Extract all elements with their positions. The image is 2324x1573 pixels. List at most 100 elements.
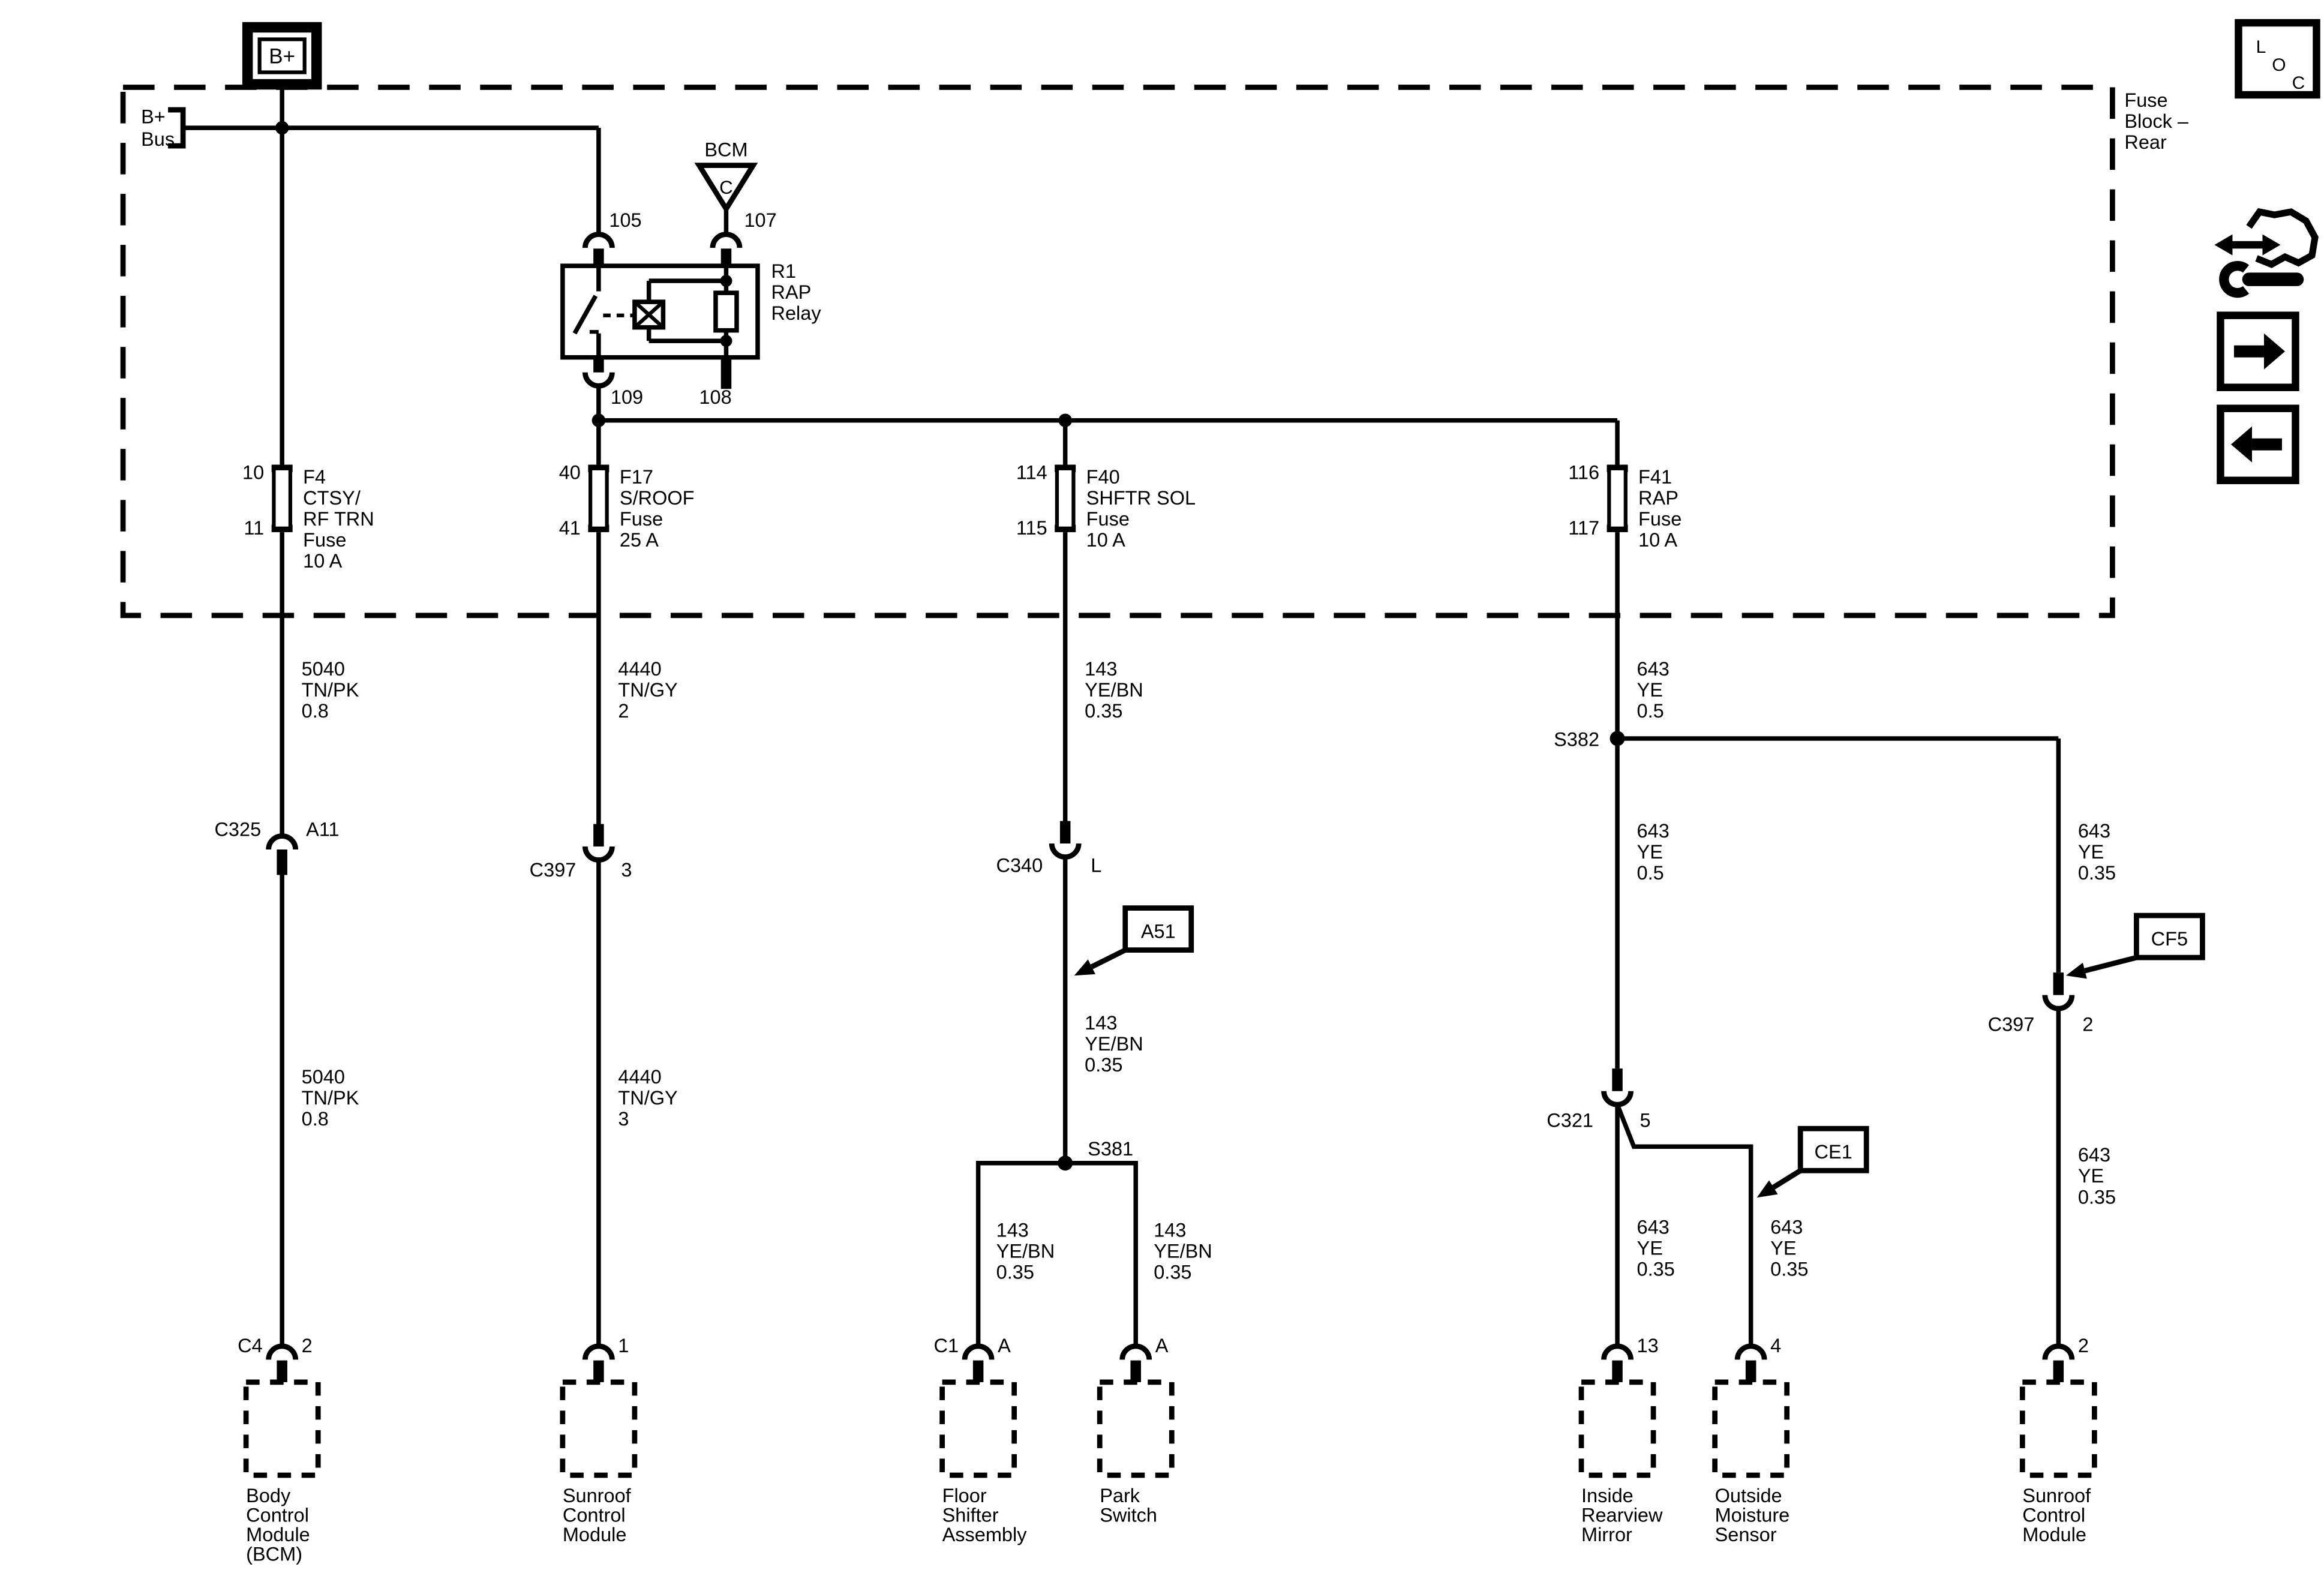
module-name-line: Moisture (1715, 1504, 1790, 1526)
relay-name-line: Relay (771, 302, 821, 324)
fuse-name-line: RF TRN (303, 508, 374, 530)
module-name-line: (BCM) (246, 1543, 302, 1565)
fuse-symbol (272, 466, 293, 530)
loc-letter: C (2292, 73, 2305, 93)
module-pin-label: A (998, 1335, 1011, 1356)
wire-label-f4_upper: 0.8 (302, 700, 329, 722)
fuse-pin-label: 41 (559, 517, 581, 539)
callout-ce1-label: CE1 (1815, 1141, 1852, 1163)
fuse-name-line: 10 A (1638, 529, 1677, 551)
wire-label-f41_upper: 0.5 (1637, 700, 1664, 722)
wire-label-sensor: 0.35 (1770, 1258, 1808, 1280)
bus-label-line: Bus (141, 128, 175, 150)
bcm-triangle-icon (694, 163, 758, 214)
module-name-line: Control (2022, 1504, 2085, 1526)
relay-switch-blade (572, 295, 598, 335)
fuse-name-line: Fuse (303, 529, 346, 551)
wire-label-f40_left: 143 (996, 1219, 1029, 1241)
wire-label-mirror: YE (1637, 1237, 1663, 1259)
splice-s381-dot (1058, 1155, 1073, 1171)
loc-letter: L (2256, 37, 2266, 57)
wire-label-sunroof_lower: 0.35 (2078, 1186, 2116, 1208)
connector-c397-3-pin: 3 (621, 859, 632, 881)
module-connector-label: C4 (238, 1335, 263, 1356)
bplus-label: B+ (269, 45, 295, 68)
double-arrow-head-icon (2262, 234, 2281, 256)
connector-c397-3-label: C397 (530, 859, 577, 881)
fuse-name-line: F17 (620, 466, 653, 488)
module-name-line: Control (563, 1504, 626, 1526)
module-pin-label: 2 (2078, 1335, 2089, 1356)
connector-c340-pin: L (1091, 855, 1101, 876)
module-box (2019, 1379, 2097, 1478)
wire-label-f4_upper: 5040 (302, 658, 345, 680)
junction-dot-109 (591, 413, 606, 428)
bplus-box-inner (257, 37, 307, 74)
fuse-block-boundary (120, 85, 2115, 619)
module-pin-label: 2 (302, 1335, 313, 1356)
module-name-line: Switch (1100, 1504, 1157, 1526)
module-box (1712, 1379, 1790, 1478)
bcm-triangle-letter: C (719, 177, 733, 198)
wire-label-f40_right: YE/BN (1154, 1240, 1212, 1262)
left-arrow-icon (2230, 426, 2252, 463)
splice-s382-label: S382 (1554, 728, 1599, 750)
wire-label-f4_lower: TN/PK (302, 1087, 359, 1109)
module-name-line: Module (563, 1524, 627, 1545)
wire-label-mirror: 0.35 (1637, 1258, 1675, 1280)
module-box (243, 1379, 321, 1478)
bcm-feed-label: BCM (704, 139, 747, 161)
relay-name-line: RAP (771, 281, 811, 303)
wire-label-f40_mid: 0.35 (1085, 1054, 1122, 1076)
wire-label-f41_mid: 643 (1637, 820, 1670, 842)
nav-forward-box[interactable] (2217, 311, 2299, 391)
connector-c321-label: C321 (1547, 1110, 1593, 1131)
nav-back-box[interactable] (2217, 404, 2299, 485)
module-name-line: Sensor (1715, 1524, 1777, 1545)
relay-node-dot (720, 275, 732, 287)
bus-label-line: B+ (141, 106, 166, 128)
relay-pin-label: 109 (611, 386, 643, 408)
connector-c397-3-icon (582, 846, 615, 863)
module-name-line: Control (246, 1504, 309, 1526)
pointer-outline-icon (2246, 208, 2319, 268)
relay-pin109-icon (582, 372, 615, 389)
relay-name-line: R1 (771, 260, 796, 282)
wire-label-f40_right: 0.35 (1154, 1261, 1191, 1283)
wire-label-f40_left: YE/BN (996, 1240, 1055, 1262)
module-name-line: Floor (942, 1485, 987, 1506)
fuse-name-line: CTSY/ (303, 487, 361, 509)
module-name-line: Inside (1581, 1485, 1634, 1506)
module-name-line: Outside (1715, 1485, 1782, 1506)
module-pin-icon (1734, 1343, 1767, 1360)
callout-arrowhead-icon (1756, 1180, 1778, 1198)
wire-label-f17_upper: 2 (618, 700, 629, 722)
callout-arrowhead-icon (2065, 962, 2087, 979)
fuse-name-line: F40 (1086, 466, 1120, 488)
callout-ce1-box[interactable] (1797, 1125, 1869, 1173)
module-name-line: Sunroof (2022, 1485, 2091, 1506)
module-name-line: Park (1100, 1485, 1140, 1506)
relay-pin-label: 107 (744, 209, 776, 231)
splice-s382-dot (1610, 731, 1625, 746)
module-connector-label: C1 (934, 1335, 959, 1356)
fuse-pin-label: 114 (1016, 461, 1047, 483)
wire-label-f40_right: 143 (1154, 1219, 1186, 1241)
connector-c321-pin: 5 (1640, 1110, 1651, 1131)
connector-c340-label: C340 (996, 855, 1043, 876)
fuse-name-line: Fuse (620, 508, 663, 530)
loc-box[interactable] (2235, 19, 2320, 99)
wire-label-f17_lower: TN/GY (618, 1087, 677, 1109)
module-name-line: Assembly (942, 1524, 1028, 1545)
connector-c325-pin: A11 (306, 819, 339, 840)
callout-a51-box[interactable] (1122, 905, 1194, 953)
wrench-head-icon (2219, 261, 2250, 298)
callout-cf5-box[interactable] (2134, 912, 2205, 960)
wire-s381-split (975, 1160, 1138, 1345)
module-name-line: Mirror (1581, 1524, 1632, 1545)
relay-pin-label: 105 (609, 209, 641, 231)
wire-label-f41_upper: YE (1637, 679, 1663, 701)
fuse-pin-label: 40 (559, 461, 581, 483)
connector-c321-icon (1601, 1091, 1634, 1107)
module-pin-icon (582, 1343, 615, 1360)
